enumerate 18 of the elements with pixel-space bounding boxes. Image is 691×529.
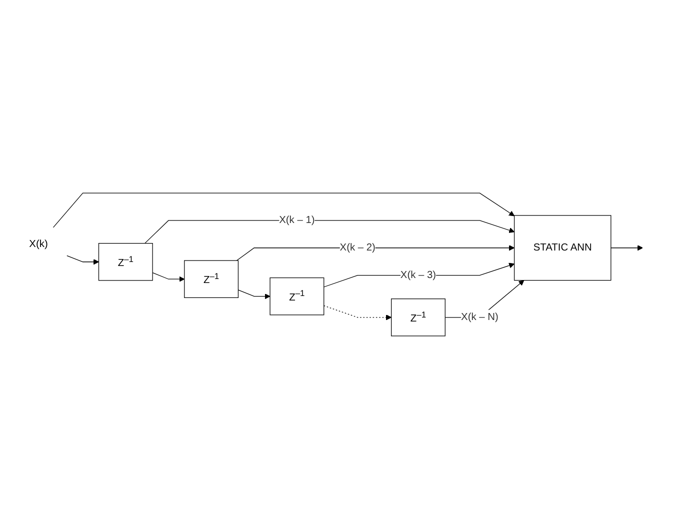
arrow	[52, 192, 515, 228]
node-box	[514, 215, 612, 281]
node-box	[98, 243, 153, 281]
node-box	[391, 298, 446, 336]
edge-label: X(k – N)	[461, 312, 498, 322]
arrow	[152, 272, 185, 282]
edge-label: X(k – 2)	[340, 242, 376, 253]
arrow	[66, 255, 99, 265]
arrow	[144, 220, 515, 244]
arrow	[610, 245, 643, 251]
arrow	[238, 290, 270, 300]
arrow	[324, 262, 515, 288]
node-text: X(k)	[29, 238, 48, 250]
arrow	[324, 305, 392, 320]
edge-label: X(k – 3)	[400, 270, 436, 280]
node-box	[270, 277, 324, 316]
edge-label: X(k – 1)	[279, 214, 315, 226]
node-box	[184, 260, 239, 298]
